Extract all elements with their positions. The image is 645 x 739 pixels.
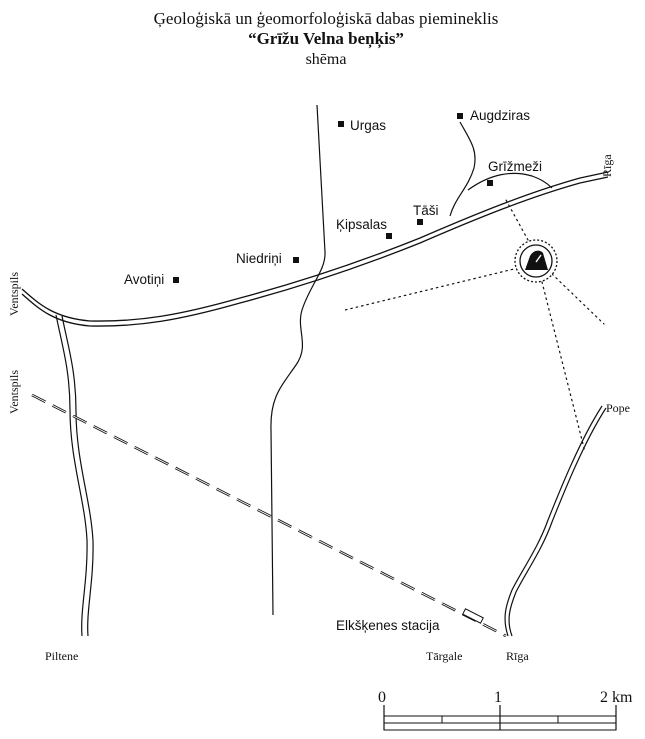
map-title: Ģeoloģiskā un ģeomorfoloģiskā dabas piem… <box>154 9 499 28</box>
label-station: Elkšķenes stacija <box>336 618 440 633</box>
label-tasi: Tāši <box>413 203 439 218</box>
map-subtitle: shēma <box>306 51 347 68</box>
settlement-marker-urgas <box>338 121 344 127</box>
north-south-road <box>270 104 326 616</box>
settlement-marker-grizmezi <box>487 180 493 186</box>
label-urgas: Urgas <box>350 118 386 133</box>
settlement-marker-avotini <box>173 277 179 283</box>
sight-line-east <box>551 273 605 325</box>
label-augdziras: Augdziras <box>470 108 530 123</box>
direction-targale: Tārgale <box>426 649 462 663</box>
direction-ventspils-road: Ventspils <box>7 272 21 316</box>
settlement-marker-kipsalas <box>386 233 392 239</box>
main-road-edge <box>21 176 609 327</box>
label-kipsalas: Ķipsalas <box>336 217 387 232</box>
direction-riga-rail: Rīga <box>506 649 529 663</box>
direction-pope: Pope <box>606 401 630 415</box>
direction-ventspils-rail: Ventspils <box>7 370 21 414</box>
piltene-road-edge <box>61 315 94 637</box>
main-road <box>21 171 609 322</box>
stone-monument-icon <box>514 239 558 283</box>
settlement-marker-tasi <box>417 219 423 225</box>
direction-piltene: Piltene <box>45 649 78 663</box>
pope-road-edge <box>508 407 607 637</box>
label-avotini: Avotiņi <box>124 272 164 287</box>
sight-line-north <box>505 199 529 241</box>
monument-name: “Grīžu Velna beņķis” <box>248 29 404 49</box>
railway-centerline <box>31 394 507 637</box>
scale-bar: 0 1 2 km <box>378 689 633 731</box>
scale-tick-1: 1 <box>494 689 502 706</box>
sight-line-west <box>344 267 519 311</box>
direction-riga-road: Rīga <box>600 154 614 177</box>
scale-tick-0: 0 <box>378 689 386 706</box>
label-niedrini: Niedriņi <box>236 251 282 266</box>
settlement-marker-niedrini <box>293 257 299 263</box>
piltene-road <box>55 314 88 637</box>
pope-road <box>504 405 603 637</box>
sight-line-south <box>541 281 586 453</box>
scale-tick-2: 2 km <box>600 689 633 706</box>
label-grizmezi: Grīžmeži <box>488 159 542 174</box>
settlement-marker-augdziras <box>457 113 463 119</box>
augdziras-road <box>449 121 476 217</box>
station-platform <box>462 608 484 624</box>
grizmezi-road <box>467 172 553 191</box>
